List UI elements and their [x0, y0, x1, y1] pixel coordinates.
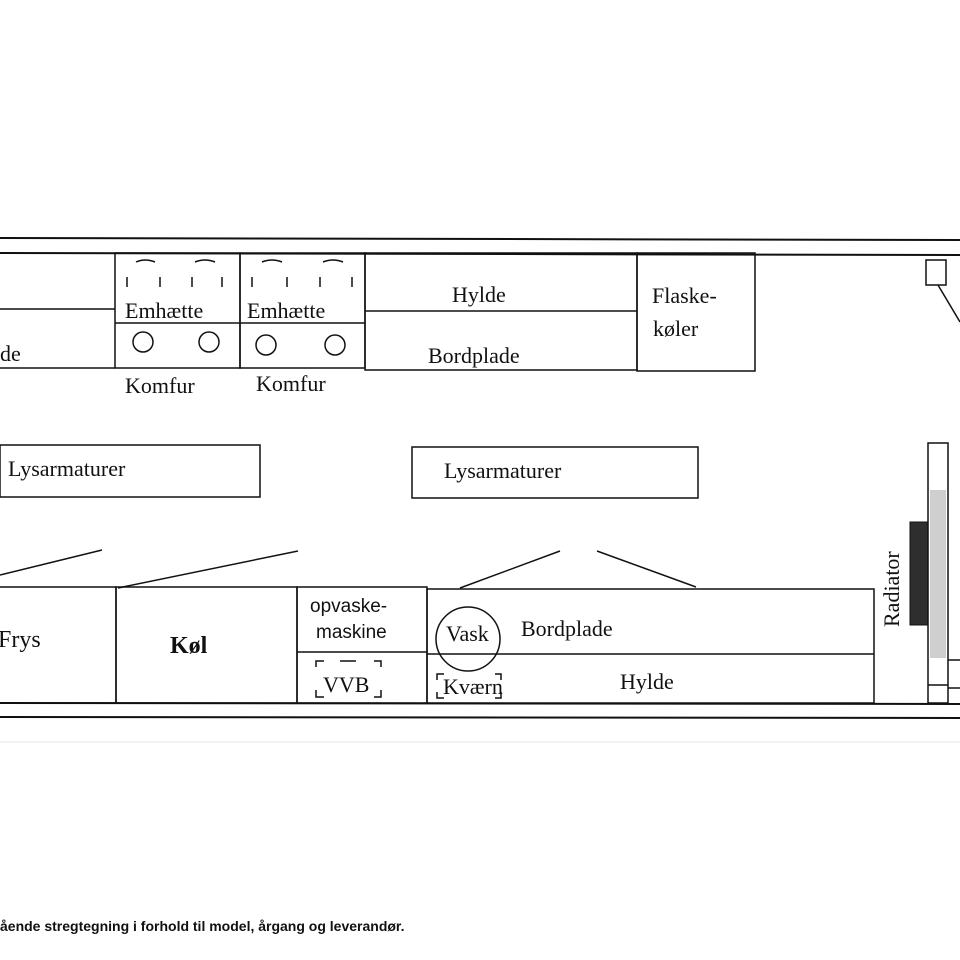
emhaette-label-1: Emhætte: [125, 298, 203, 323]
frys-label: Frys: [0, 627, 41, 653]
lysarmaturer-label-1: Lysarmaturer: [8, 456, 126, 481]
bordplade-top-label: Bordplade: [428, 343, 520, 368]
hylde-top-label: Hylde: [452, 282, 506, 307]
disclaimer-caption: ående stregtegning i forhold til model, …: [0, 918, 405, 934]
emhaette-label-2: Emhætte: [247, 298, 325, 323]
sink-basin: [435, 606, 501, 672]
lysarmaturer-label-2: Lysarmaturer: [444, 458, 562, 483]
light-fixture-1: [0, 444, 261, 498]
bottle-cooler: [636, 252, 756, 372]
light-fixture-2: [411, 446, 699, 499]
light-beams: [0, 549, 697, 589]
burner-icon: [255, 334, 277, 356]
radiator-label: Radiator: [879, 551, 904, 627]
flaskekoler-label-1: Flaske-: [652, 283, 717, 308]
burner-icon: [132, 331, 154, 353]
top-left-de-label: de: [0, 341, 21, 366]
stove-unit-1: [114, 252, 241, 369]
stove-unit-2: [239, 252, 366, 369]
bordplade-bottom-label: Bordplade: [521, 616, 613, 641]
hylde-bottom-label: Hylde: [620, 669, 674, 694]
kol-label: Køl: [170, 633, 208, 659]
opvaskemaskine-label-1: opvaske-: [310, 596, 387, 617]
radiator: [909, 442, 960, 704]
sink-counter: [426, 588, 875, 704]
flaskekoler-label-2: køler: [653, 316, 699, 341]
top-left-counter: [0, 308, 115, 369]
vask-label: Vask: [446, 621, 489, 646]
komfur-label-1: Komfur: [125, 373, 195, 398]
opvaskemaskine-label-2: maskine: [316, 622, 387, 643]
top-right-fixture: [925, 259, 960, 323]
kvaern-label: Kværn: [443, 674, 503, 699]
vvb-label: VVB: [323, 672, 369, 697]
burner-icon: [198, 331, 220, 353]
burner-icon: [324, 334, 346, 356]
komfur-label-2: Komfur: [256, 371, 326, 396]
